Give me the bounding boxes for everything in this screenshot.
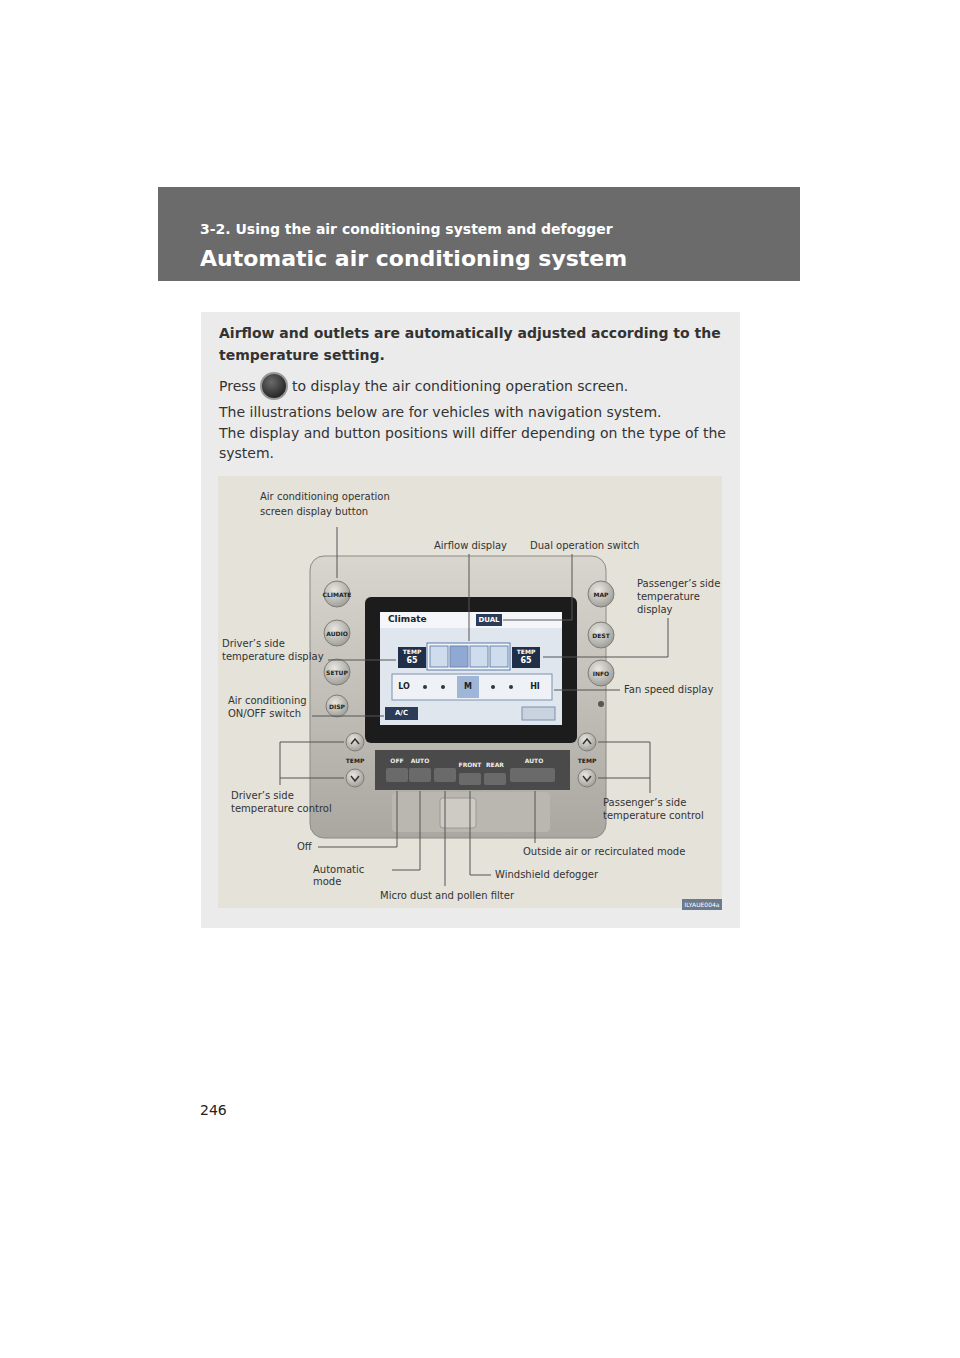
callout-label: Air conditioning operation screen displa… <box>260 489 410 519</box>
section-header-band: 3-2. Using the air conditioning system a… <box>158 187 800 281</box>
callout-label: Automatic mode <box>313 864 391 888</box>
button-label: MAP <box>583 591 619 598</box>
callout-label: Passenger’s side temperature control <box>603 796 708 822</box>
screen-button: A/C <box>385 709 418 717</box>
figure-code: ILYAUE004a <box>682 901 722 908</box>
screen-value: 65 <box>398 656 426 666</box>
callout-label: Micro dust and pollen filter <box>380 890 515 902</box>
callout-label: Driver’s side temperature control <box>231 789 341 815</box>
callout-label: Driver’s side temperature display <box>222 637 326 663</box>
page-title: Automatic air conditioning system <box>200 245 780 273</box>
button-label: INFO <box>583 670 619 677</box>
callout-label: Passenger’s side temperature display <box>637 577 723 616</box>
intro-panel: Airflow and outlets are automatically ad… <box>201 312 740 928</box>
screen-title: Climate <box>388 614 448 625</box>
callout-label: Airflow display <box>434 540 524 552</box>
fan-level: HI <box>524 682 546 692</box>
button-label: AUTO <box>408 757 432 764</box>
callout-label: Dual operation switch <box>530 540 650 552</box>
callout-label: Fan speed display <box>624 684 716 696</box>
button-label: DISP <box>319 703 355 710</box>
button-label: CLIMATE <box>319 591 355 598</box>
callout-label: Air conditioning ON/OFF switch <box>228 694 310 720</box>
intro-text: The display and button positions will di… <box>219 423 734 463</box>
screen-label: TEMP <box>512 648 540 655</box>
button-label: AUTO <box>520 757 548 764</box>
screen-value: 65 <box>512 656 540 666</box>
button-label: TEMP <box>339 757 371 764</box>
button-label: DEST <box>583 632 619 639</box>
button-label: REAR <box>483 761 507 768</box>
button-label: SETUP <box>319 669 355 676</box>
screen-label: TEMP <box>398 648 426 655</box>
intro-text: to display the air conditioning operatio… <box>292 376 732 396</box>
intro-bold: Airflow and outlets are automatically ad… <box>219 322 734 366</box>
fan-level: M <box>457 682 479 692</box>
callout-label: Off <box>297 841 319 853</box>
button-label: AUDIO <box>319 630 355 637</box>
section-heading: 3-2. Using the air conditioning system a… <box>200 220 780 238</box>
intro-text: Press <box>219 376 264 396</box>
button-label: OFF <box>385 757 409 764</box>
fan-level: LO <box>393 682 415 692</box>
intro-text: The illustrations below are for vehicles… <box>219 402 734 422</box>
button-label: FRONT <box>456 761 484 768</box>
callout-label: Windshield defogger <box>495 869 610 881</box>
button-label: TEMP <box>571 757 603 764</box>
page-number: 246 <box>200 1102 260 1119</box>
callout-label: Outside air or recirculated mode <box>523 846 698 858</box>
screen-button: DUAL <box>476 616 502 624</box>
